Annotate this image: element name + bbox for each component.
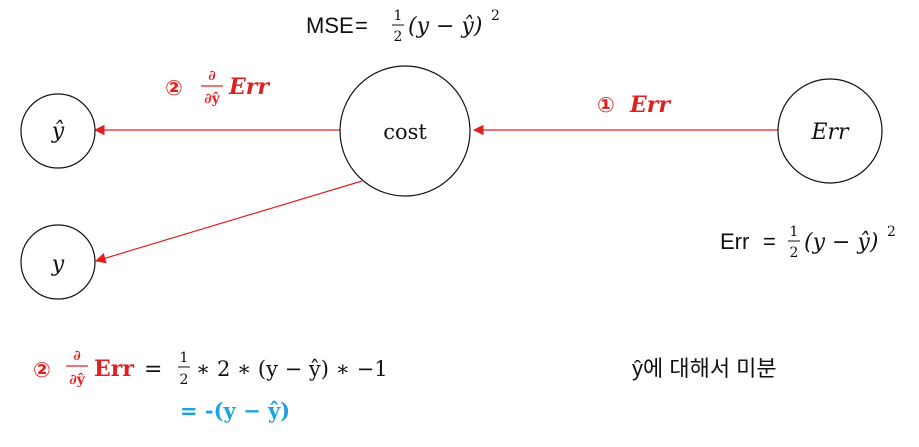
step2-label: Err: [228, 74, 270, 100]
node-yhat: ŷ: [20, 93, 96, 169]
step1-marker: ①: [597, 94, 615, 117]
node-y: y: [20, 224, 96, 300]
mse-formula: MSE = 1 2 (y − ŷ) 2: [306, 8, 500, 45]
node-err-circle: [777, 78, 883, 184]
node-err: Err: [777, 78, 883, 184]
node-cost-circle: [339, 65, 471, 197]
derivation-result: = -(y − ŷ): [180, 398, 290, 423]
derivation-marker: ②: [33, 359, 51, 382]
edge-label-step1: ① Err: [597, 92, 671, 118]
node-cost: cost: [339, 65, 471, 197]
node-y-label: y: [51, 252, 65, 277]
mse-half-num: 1: [394, 8, 403, 24]
node-cost-label: cost: [383, 120, 427, 144]
mse-prefix: MSE: [306, 13, 354, 38]
derivation-equals: =: [144, 357, 162, 382]
derivation-half-num: 1: [180, 350, 189, 366]
err-half-num: 1: [790, 224, 799, 240]
node-y-circle: [20, 224, 96, 300]
derivation-note: ŷ에 대해서 미분: [632, 356, 777, 381]
derivation: ② ∂ ∂ŷ Err = 1 2 ∗ 2 ∗ (y − ŷ) ∗ −1 = -(…: [33, 348, 777, 423]
err-half-den: 2: [790, 245, 799, 261]
err-exponent: 2: [887, 224, 896, 240]
node-yhat-label: ŷ: [51, 119, 65, 144]
mse-equals: =: [355, 13, 368, 38]
step1-label: Err: [629, 92, 671, 118]
step2-marker: ②: [165, 77, 183, 100]
mse-expression: (y − ŷ): [408, 14, 482, 39]
derivation-partial-num: ∂: [73, 348, 80, 364]
err-prefix: Err: [720, 229, 749, 254]
edge-partial-den: ∂ŷ: [204, 90, 220, 107]
err-expression: (y − ŷ): [804, 230, 878, 255]
node-err-label: Err: [810, 120, 850, 145]
err-equals: =: [763, 229, 776, 254]
arrow-cost-to-y: [94, 180, 363, 264]
node-yhat-circle: [20, 93, 96, 169]
mse-half-den: 2: [394, 29, 403, 45]
derivation-partial-den: ∂ŷ: [69, 371, 85, 388]
derivation-lhs: Err: [94, 356, 134, 382]
err-formula: Err = 1 2 (y − ŷ) 2: [720, 224, 896, 261]
edge-partial-num: ∂: [208, 68, 215, 84]
derivation-half-den: 2: [180, 372, 189, 388]
mse-exponent: 2: [491, 8, 500, 24]
derivation-rhs: ∗ 2 ∗ (y − ŷ) ∗ −1: [196, 357, 388, 381]
edge-label-step2: ② ∂ ∂ŷ Err: [165, 68, 270, 107]
